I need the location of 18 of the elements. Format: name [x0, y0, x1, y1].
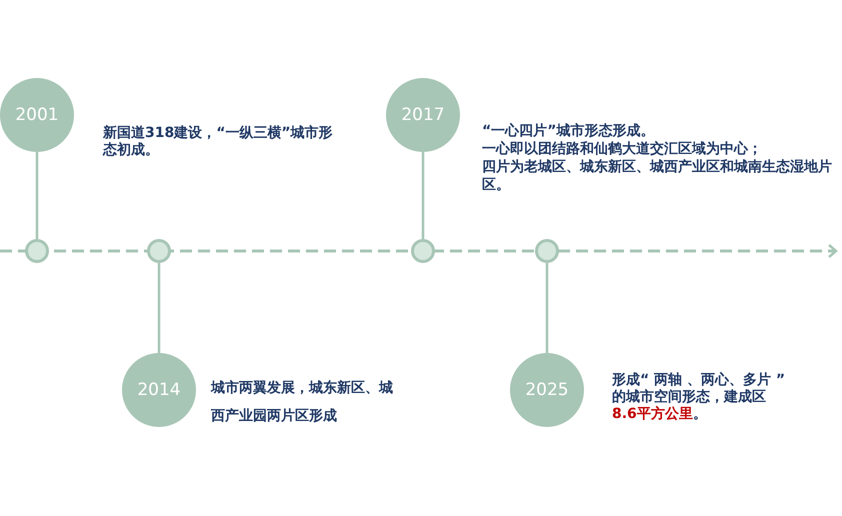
event-description: “一心四片”城市形态形成。 — [482, 122, 656, 140]
connector-line — [158, 263, 160, 353]
connector-line — [36, 152, 38, 239]
year-circle: 2001 — [0, 78, 74, 152]
year-circle: 2025 — [510, 353, 584, 427]
event-description: 新国道318建设，“一纵三横”城市形态初成。 — [103, 125, 334, 159]
connector-line — [546, 263, 548, 353]
event-description: 形成“ 两轴 、两心、多片 ” 的城市空间形态，建成区8.6平方公里。 — [612, 372, 786, 423]
timeline-dot — [535, 239, 559, 263]
connector-line — [422, 152, 424, 239]
event-description: 四片为老城区、城东新区、城西产业区和城南生态湿地片区。 — [482, 158, 833, 194]
timeline-dot — [147, 239, 171, 263]
event-description: 城市两翼发展，城东新区、城西产业园两片区形成 — [211, 378, 394, 426]
year-circle: 2014 — [122, 353, 196, 427]
timeline-dot — [411, 239, 435, 263]
year-circle: 2017 — [386, 78, 460, 152]
event-description: 一心即以团结路和仙鹤大道交汇区域为中心； — [482, 140, 763, 158]
timeline-dot — [25, 239, 49, 263]
